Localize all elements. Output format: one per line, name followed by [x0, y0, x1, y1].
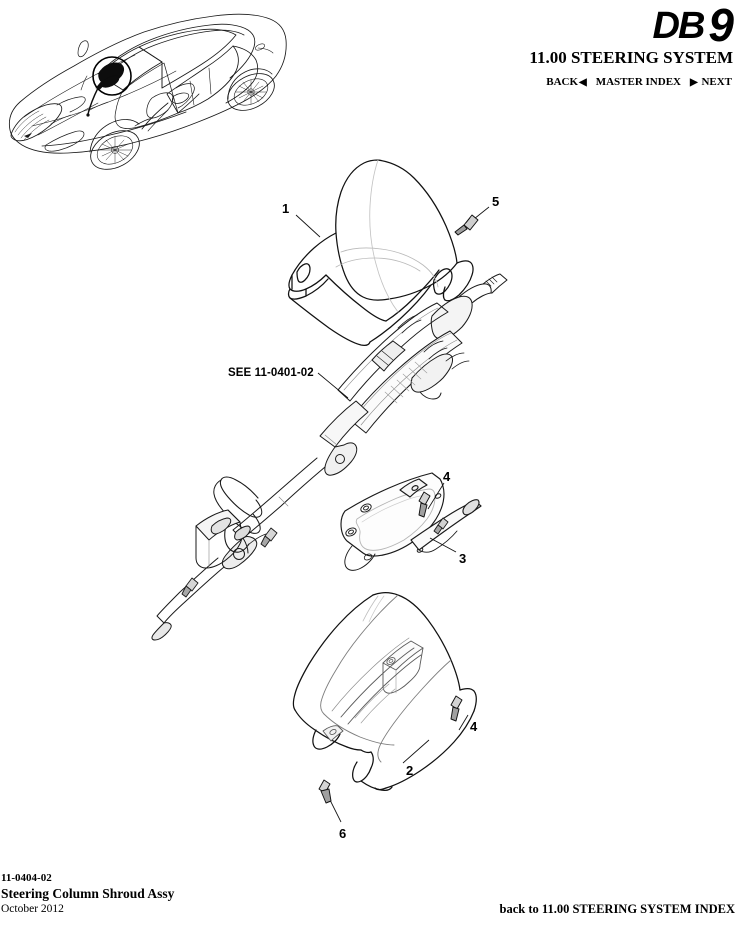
leader-line-2	[402, 739, 430, 764]
exploded-diagram-svg	[151, 159, 508, 823]
screw-part-6	[318, 779, 332, 804]
logo-db-text: DB	[652, 5, 706, 47]
leader-line-4-lower	[458, 714, 469, 731]
screw-part-5	[454, 214, 479, 236]
callout-4-lower: 4	[470, 719, 478, 734]
screw-part-4-upper	[418, 491, 431, 518]
part-2-lower-shroud	[292, 592, 477, 791]
callout-5: 5	[492, 194, 500, 209]
callout-1: 1	[282, 201, 290, 216]
leader-line-3	[429, 537, 457, 553]
navigation-bar: BACK◀ MASTER INDEX ▶ NEXT	[315, 76, 735, 89]
part-1-upper-shroud	[287, 159, 474, 346]
page-title: 11.00 STEERING SYSTEM	[529, 48, 733, 67]
screw-part-4-lower	[450, 695, 463, 722]
footer-assembly-title: Steering Column Shroud Assy	[1, 886, 175, 901]
vehicle-line-art-svg	[9, 13, 287, 170]
exploded-parts-diagram: 1 5 4 3 4 2 6 SEE 11-0401-02	[0, 140, 737, 860]
nav-back-link[interactable]: BACK	[546, 76, 579, 88]
callout-2: 2	[406, 763, 414, 778]
part-3-shroud-bracket	[340, 472, 482, 571]
callout-3: 3	[459, 551, 467, 566]
leader-line-see-ref	[317, 372, 349, 399]
leader-line-5	[473, 206, 490, 220]
steering-column-highlight	[86, 56, 132, 117]
arrow-right-icon[interactable]: ▶	[689, 77, 698, 88]
callout-4-upper: 4	[443, 469, 451, 484]
footer-date: October 2012	[1, 903, 64, 915]
callout-6: 6	[339, 826, 347, 841]
leader-line-6	[329, 799, 342, 823]
leader-line-4-upper	[427, 482, 445, 510]
footer-left-block: 11-0404-02 Steering Column Shroud Assy O…	[1, 871, 174, 917]
leader-line-1	[295, 214, 321, 238]
vehicle-illustration	[2, 2, 302, 192]
steering-column-assembly	[151, 273, 508, 641]
arrow-left-icon[interactable]: ◀	[579, 77, 587, 88]
nav-next-link[interactable]: NEXT	[701, 76, 732, 88]
nav-master-index-link[interactable]: MASTER INDEX	[595, 76, 681, 88]
logo-9-text: 9	[708, 0, 734, 51]
footer-part-code: 11-0404-02	[1, 872, 52, 884]
see-reference-label[interactable]: SEE 11-0401-02	[228, 367, 314, 379]
footer-index-link[interactable]: back to 11.00 STEERING SYSTEM INDEX	[499, 902, 735, 916]
